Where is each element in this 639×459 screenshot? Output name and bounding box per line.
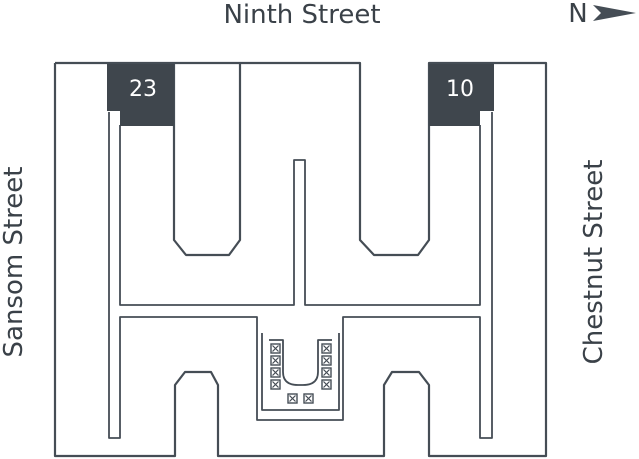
street-label-sansom: Sansom Street [0,167,29,358]
compass: N [568,0,636,29]
central-core [269,339,332,386]
core-marker [321,367,332,378]
unit-10-label: 10 [446,77,474,102]
core-marker [321,343,332,354]
north-arrow-icon [593,5,636,21]
unit-23-stem [120,110,174,126]
core-marker [321,355,332,366]
unit-10-stem [429,110,480,126]
core-marker [321,379,332,390]
core-marker [270,367,281,378]
central-core-outer [261,333,340,411]
compass-north-label: N [568,0,587,29]
street-label-ninth: Ninth Street [223,0,380,30]
corridor-upper [119,125,481,306]
core-marker [270,355,281,366]
core-marker [270,343,281,354]
core-marker [270,379,281,390]
core-markers [270,343,332,404]
unit-10-box [429,64,494,111]
unit-23-label: 23 [129,77,157,102]
street-label-chestnut: Chestnut Street [579,160,609,365]
unit-23[interactable]: 23 [107,64,174,126]
core-marker [303,393,314,404]
core-marker [287,393,298,404]
corridor-lower [108,112,493,439]
building-outline-top [53,61,548,458]
unit-10[interactable]: 10 [429,64,494,126]
unit-23-box [107,64,174,111]
